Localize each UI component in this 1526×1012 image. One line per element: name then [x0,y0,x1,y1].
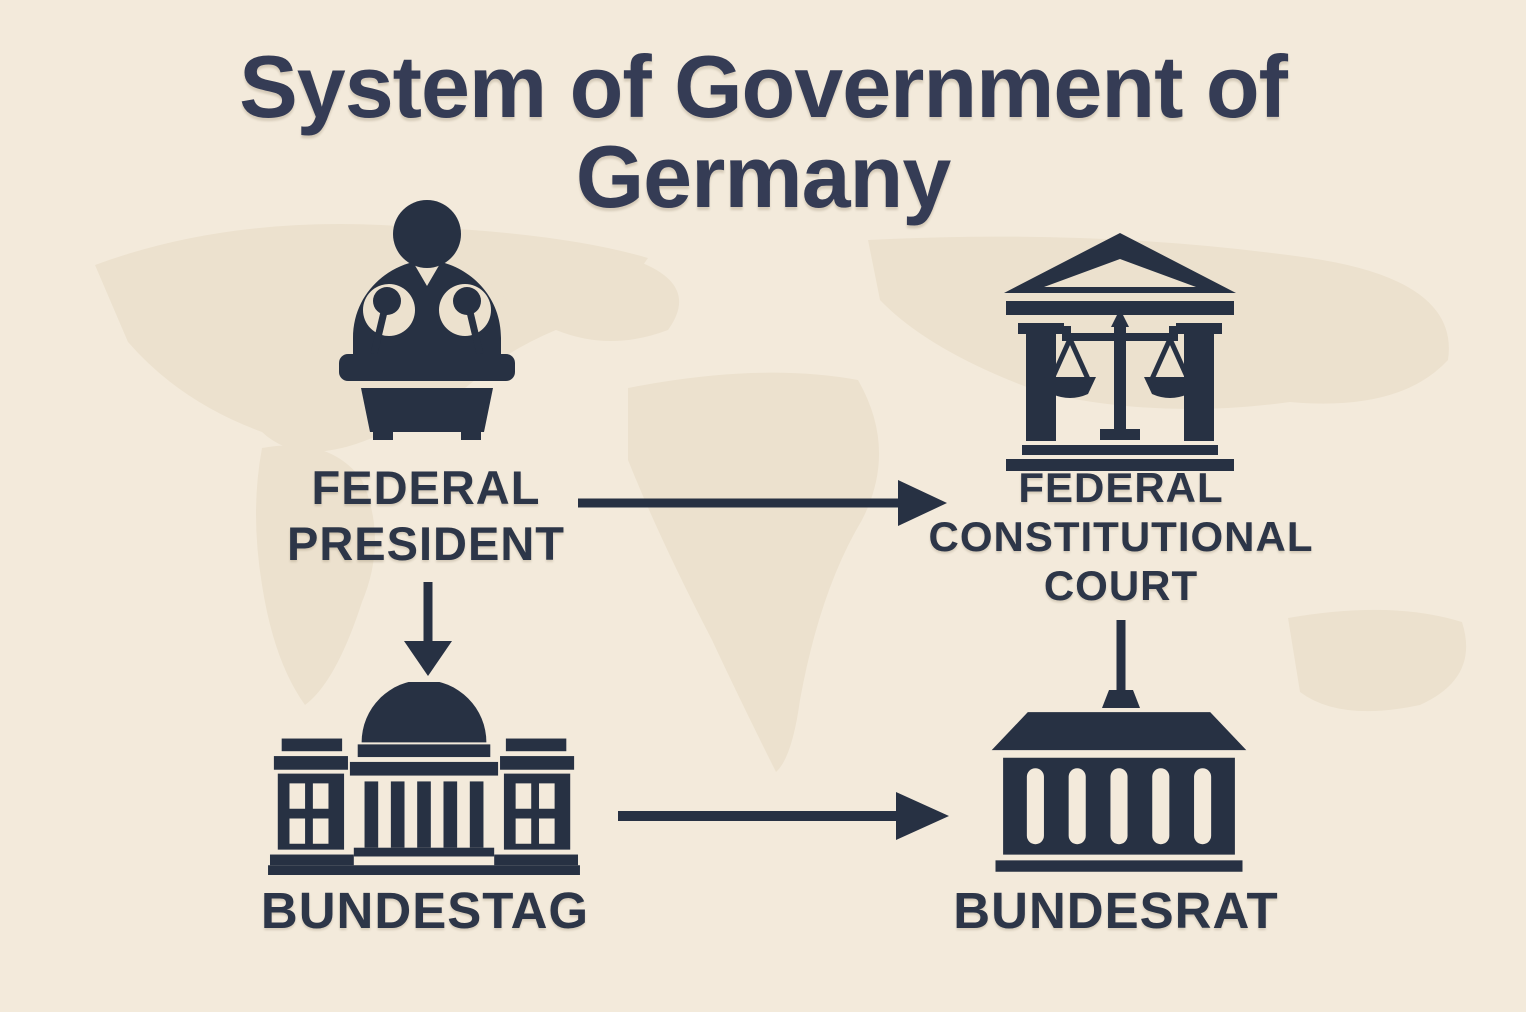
bundesrat-label: BUNDESRAT [953,882,1279,939]
federal-president-label-line2: PRESIDENT [287,517,565,570]
court-label-line3: COURT [1043,562,1199,609]
bundestag-label: BUNDESTAG [260,882,590,939]
node-label-federal-president: FEDERAL PRESIDENT [252,460,600,572]
courthouse-scales-icon [1000,231,1240,471]
court-label-line1: FEDERAL [1018,464,1224,511]
diagram-title-line1: System of Government of [239,37,1288,136]
node-label-bundesrat: BUNDESRAT [933,884,1299,938]
arrow-bundestag-to-bundesrat [618,792,949,840]
node-label-federal-constitutional-court: FEDERAL CONSTITUTIONAL COURT [912,463,1330,610]
federal-president-label-line1: FEDERAL [311,461,541,514]
node-label-bundestag: BUNDESTAG [243,884,607,938]
arrow-president-to-bundestag [404,582,452,676]
columned-building-icon [986,710,1252,872]
court-label-line2: CONSTITUTIONAL [928,513,1314,560]
connector-court-to-bundesrat [1102,620,1140,708]
diagram-title: System of Government of Germany [0,42,1526,222]
president-podium-icon [327,198,527,448]
reichstag-dome-building-icon [268,682,580,875]
arrow-president-to-court [578,480,947,526]
diagram-title-line2: Germany [575,127,952,226]
